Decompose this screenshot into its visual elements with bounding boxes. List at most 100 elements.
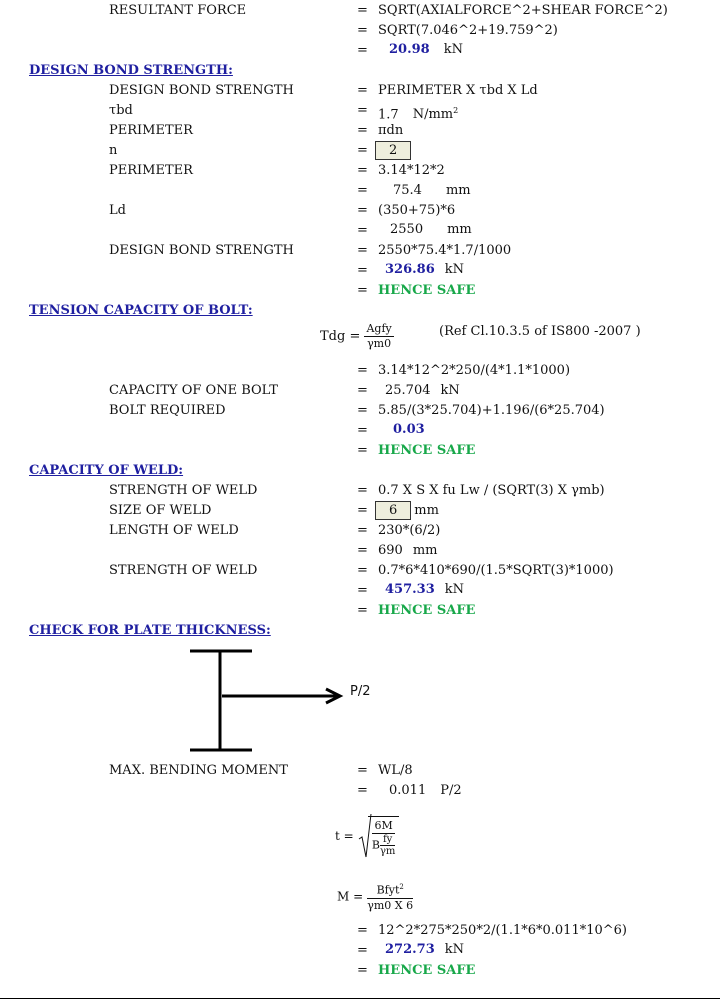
- equals-sign: =: [357, 143, 368, 158]
- bond-label: DESIGN BOND STRENGTH: [109, 83, 294, 98]
- equals-sign: =: [357, 223, 368, 238]
- equals-sign: =: [357, 523, 368, 538]
- section-header-weld: CAPACITY OF WELD:: [29, 463, 184, 478]
- max-moment-value: 0.011: [389, 783, 427, 798]
- n-value[interactable]: 2: [375, 141, 412, 160]
- equals-sign: =: [357, 383, 368, 398]
- max-moment-unit: P/2: [440, 783, 462, 798]
- tbd-label: τbd: [109, 103, 133, 118]
- weld-strength-label-2: STRENGTH OF WELD: [109, 563, 258, 578]
- bond-label-2: DESIGN BOND STRENGTH: [109, 243, 294, 258]
- equals-sign: =: [357, 203, 368, 218]
- tension-ref: (Ref Cl.10.3.5 of IS800 -2007 ): [439, 324, 641, 339]
- resultant-formula: SQRT(AXIALFORCE^2+SHEAR FORCE^2): [378, 3, 668, 18]
- tension-safe-status: HENCE SAFE: [378, 443, 476, 458]
- perimeter-unit: mm: [445, 183, 471, 198]
- equals-sign: =: [357, 363, 368, 378]
- tdg-lhs: Tdg =: [320, 329, 361, 344]
- tbd-unit-sup: 2: [453, 106, 459, 115]
- weld-strength-label: STRENGTH OF WELD: [109, 483, 258, 498]
- equals-sign: =: [357, 183, 368, 198]
- weld-size-value[interactable]: 6: [375, 501, 412, 520]
- resultant-result: 20.98 kN: [389, 42, 463, 58]
- equals-sign: =: [357, 483, 368, 498]
- ld-label: Ld: [109, 203, 126, 218]
- equals-sign: =: [357, 403, 368, 418]
- cap-one-bolt-unit: kN: [440, 383, 460, 398]
- tbd-unit: N/mm: [412, 107, 454, 123]
- equals-sign: =: [357, 423, 368, 438]
- t-den-den: γm: [379, 845, 396, 857]
- m-lhs: M =: [337, 889, 364, 904]
- cap-one-bolt: 25.704 kN: [385, 383, 460, 399]
- bond-safe-status: HENCE SAFE: [378, 283, 476, 298]
- bond-formula: PERIMETER X τbd X Ld: [378, 83, 538, 98]
- bolt-required-calc: 5.85/(3*25.704)+1.196/(6*25.704): [378, 403, 605, 418]
- perimeter-value: 75.4: [393, 183, 422, 198]
- tbd-value: 1.7 N/mm2: [378, 103, 458, 123]
- equals-sign: =: [357, 963, 368, 978]
- equals-sign: =: [357, 923, 368, 938]
- resultant-unit: kN: [443, 42, 463, 57]
- ld-unit: mm: [447, 222, 472, 237]
- weld-length-calc: 230*(6/2): [378, 523, 441, 538]
- plate-value: 272.73: [385, 942, 435, 957]
- perimeter-formula: πdn: [378, 123, 404, 138]
- weld-strength-calc: 0.7*6*410*690/(1.5*SQRT(3)*1000): [378, 563, 614, 578]
- equals-sign: =: [357, 763, 368, 778]
- bond-calc: 2550*75.4*1.7/1000: [378, 243, 512, 258]
- equals-sign: =: [357, 163, 368, 178]
- tdg-num: Agfy: [364, 322, 394, 337]
- t-lhs: t =: [335, 829, 354, 843]
- perimeter-label-2: PERIMETER: [109, 163, 193, 178]
- m-num: Bfyt2: [367, 880, 414, 899]
- resultant-value: 20.98: [389, 42, 430, 57]
- weld-length-unit: mm: [412, 543, 438, 558]
- sqrt-symbol-icon: [358, 813, 372, 858]
- max-moment-label: MAX. BENDING MOMENT: [109, 763, 288, 778]
- equals-sign: =: [357, 603, 368, 618]
- tbd-number: 1.7: [378, 107, 399, 123]
- t-den-b: B: [371, 838, 380, 851]
- equals-sign: =: [357, 283, 368, 298]
- max-moment-formula: WL/8: [378, 763, 413, 778]
- tdg-den: γm0: [367, 337, 392, 350]
- cap-one-bolt-value: 25.704: [385, 383, 431, 398]
- equals-sign: =: [357, 503, 368, 518]
- equals-sign: =: [357, 543, 368, 558]
- plate-calc: 12^2*275*250*2/(1.1*6*0.011*10^6): [378, 923, 627, 938]
- load-label: P/2: [350, 684, 371, 699]
- equals-sign: =: [357, 263, 368, 278]
- cap-one-bolt-label: CAPACITY OF ONE BOLT: [109, 383, 278, 398]
- t-num: 6M: [371, 819, 396, 834]
- m-num-text: Bfyt: [376, 883, 400, 897]
- plate-result: 272.73 kN: [385, 942, 464, 958]
- resultant-label: RESULTANT FORCE: [109, 3, 247, 18]
- n-input[interactable]: 2: [375, 141, 412, 160]
- load-arrow-head: [325, 687, 344, 705]
- ld-calc: (350+75)*6: [378, 203, 456, 218]
- bond-value: 326.86: [385, 262, 435, 277]
- page-bottom-border: [0, 998, 720, 999]
- m-num-sup: 2: [399, 883, 404, 891]
- plate-unit: kN: [444, 942, 465, 957]
- equals-sign: =: [357, 943, 368, 958]
- weld-safe-status: HENCE SAFE: [378, 603, 476, 618]
- i-beam-diagram: [190, 649, 344, 752]
- perimeter-label: PERIMETER: [109, 123, 193, 138]
- bolt-required-label: BOLT REQUIRED: [109, 403, 226, 418]
- equals-sign: =: [357, 123, 368, 138]
- weld-length-label: LENGTH OF WELD: [109, 523, 239, 538]
- weld-strength-formula: 0.7 X S X fu Lw / (SQRT(3) X γmb): [378, 483, 605, 498]
